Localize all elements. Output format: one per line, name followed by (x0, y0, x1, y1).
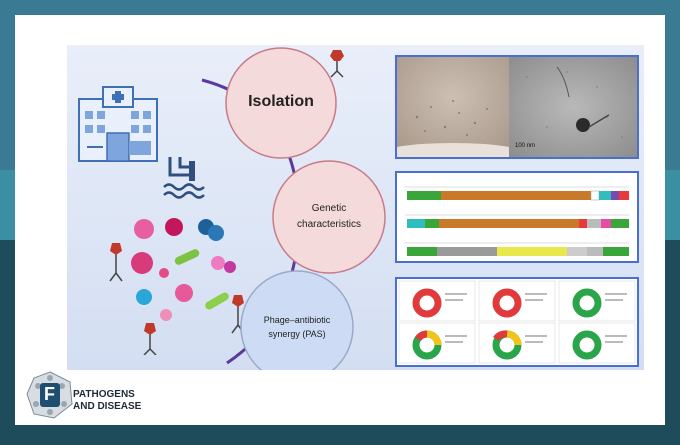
node-label-isolation: Isolation (248, 93, 314, 110)
bacterium-icon (134, 219, 154, 239)
sewage-water-icon (163, 157, 205, 199)
journal-name-line2: AND DISEASE (73, 401, 142, 412)
phage-icon (330, 50, 344, 78)
pas-donut-panel (395, 277, 639, 367)
node-label-genetic: Genetic characteristics (297, 203, 361, 230)
phage-icon (144, 323, 156, 335)
bacterium-icon (175, 284, 193, 302)
node-label-pas: Phage–antibiotic synergy (PAS) (263, 315, 331, 339)
bacterium-icon (211, 256, 225, 270)
hospital-icon (78, 86, 158, 162)
bacterium-icon (205, 292, 229, 310)
donut-charts-image (398, 280, 636, 364)
bacterium-icon (160, 309, 172, 321)
bacterium-icon (174, 249, 200, 265)
bacterium-icon (224, 261, 236, 273)
journal-logo-icon (26, 371, 73, 419)
node-circle-genetic (272, 160, 386, 274)
bacterium-icon (165, 218, 183, 236)
genome-map-image (405, 186, 629, 256)
bacterium-icon (136, 289, 152, 305)
node-circles (225, 47, 386, 370)
bacterium-icon (131, 252, 153, 274)
bacterium-icon (159, 268, 169, 278)
tem-micrograph-image (509, 57, 637, 157)
phage-icon (110, 243, 122, 255)
plaque-plate-image (397, 57, 637, 157)
journal-name-line1: PATHOGENS (73, 389, 135, 400)
genome-map-panel (395, 171, 639, 263)
micrograph-scale-label: 100 nm (515, 143, 536, 149)
node-circle-pas (240, 270, 354, 370)
phage-icon (232, 295, 244, 307)
isolation-image-panel: 100 nm (395, 55, 639, 159)
journal-logo-letter: F (44, 384, 55, 404)
bacterium-icon (208, 225, 224, 241)
bacteria-phage-cluster (109, 218, 245, 355)
node-circle-isolation (225, 47, 337, 159)
graphical-abstract: Isolation Genetic characteristics Phage–… (67, 45, 644, 370)
image-card: Isolation Genetic characteristics Phage–… (15, 15, 665, 425)
